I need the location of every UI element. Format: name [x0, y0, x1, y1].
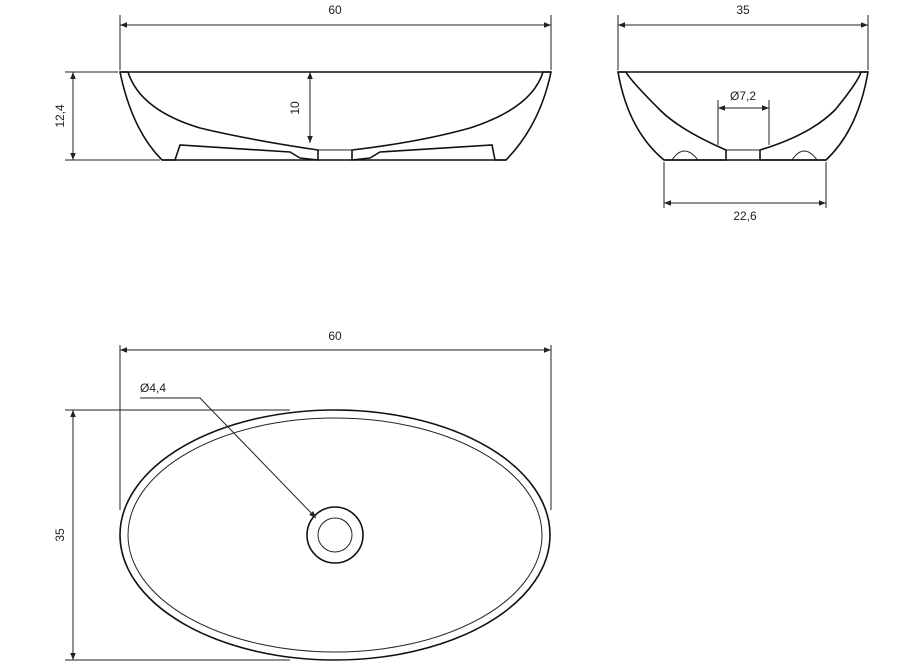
- end-view: 35 Ø7,2 22,6: [617, 3, 869, 223]
- end-drain-label: Ø7,2: [730, 89, 756, 103]
- top-drain-label: Ø4,4: [140, 381, 166, 395]
- side-view: 60 12,4 10: [53, 3, 552, 161]
- side-width-label: 60: [328, 3, 342, 17]
- drain-inner: [317, 517, 353, 553]
- side-height-label: 12,4: [53, 104, 67, 128]
- basin-outer-rim: [119, 409, 551, 661]
- top-width-label: 35: [53, 528, 67, 542]
- end-base-label: 22,6: [733, 209, 757, 223]
- side-depth-label: 10: [288, 101, 302, 115]
- drain-outer: [306, 506, 364, 564]
- end-section-left: [617, 71, 727, 161]
- basin-inner-rim: [127, 417, 543, 653]
- end-width-label: 35: [736, 3, 750, 17]
- side-section-right: [351, 71, 552, 161]
- top-view: 60 35 Ø4,4: [53, 329, 552, 661]
- top-length-label: 60: [328, 329, 342, 343]
- side-section-left: [119, 71, 319, 161]
- end-section-right: [759, 71, 869, 161]
